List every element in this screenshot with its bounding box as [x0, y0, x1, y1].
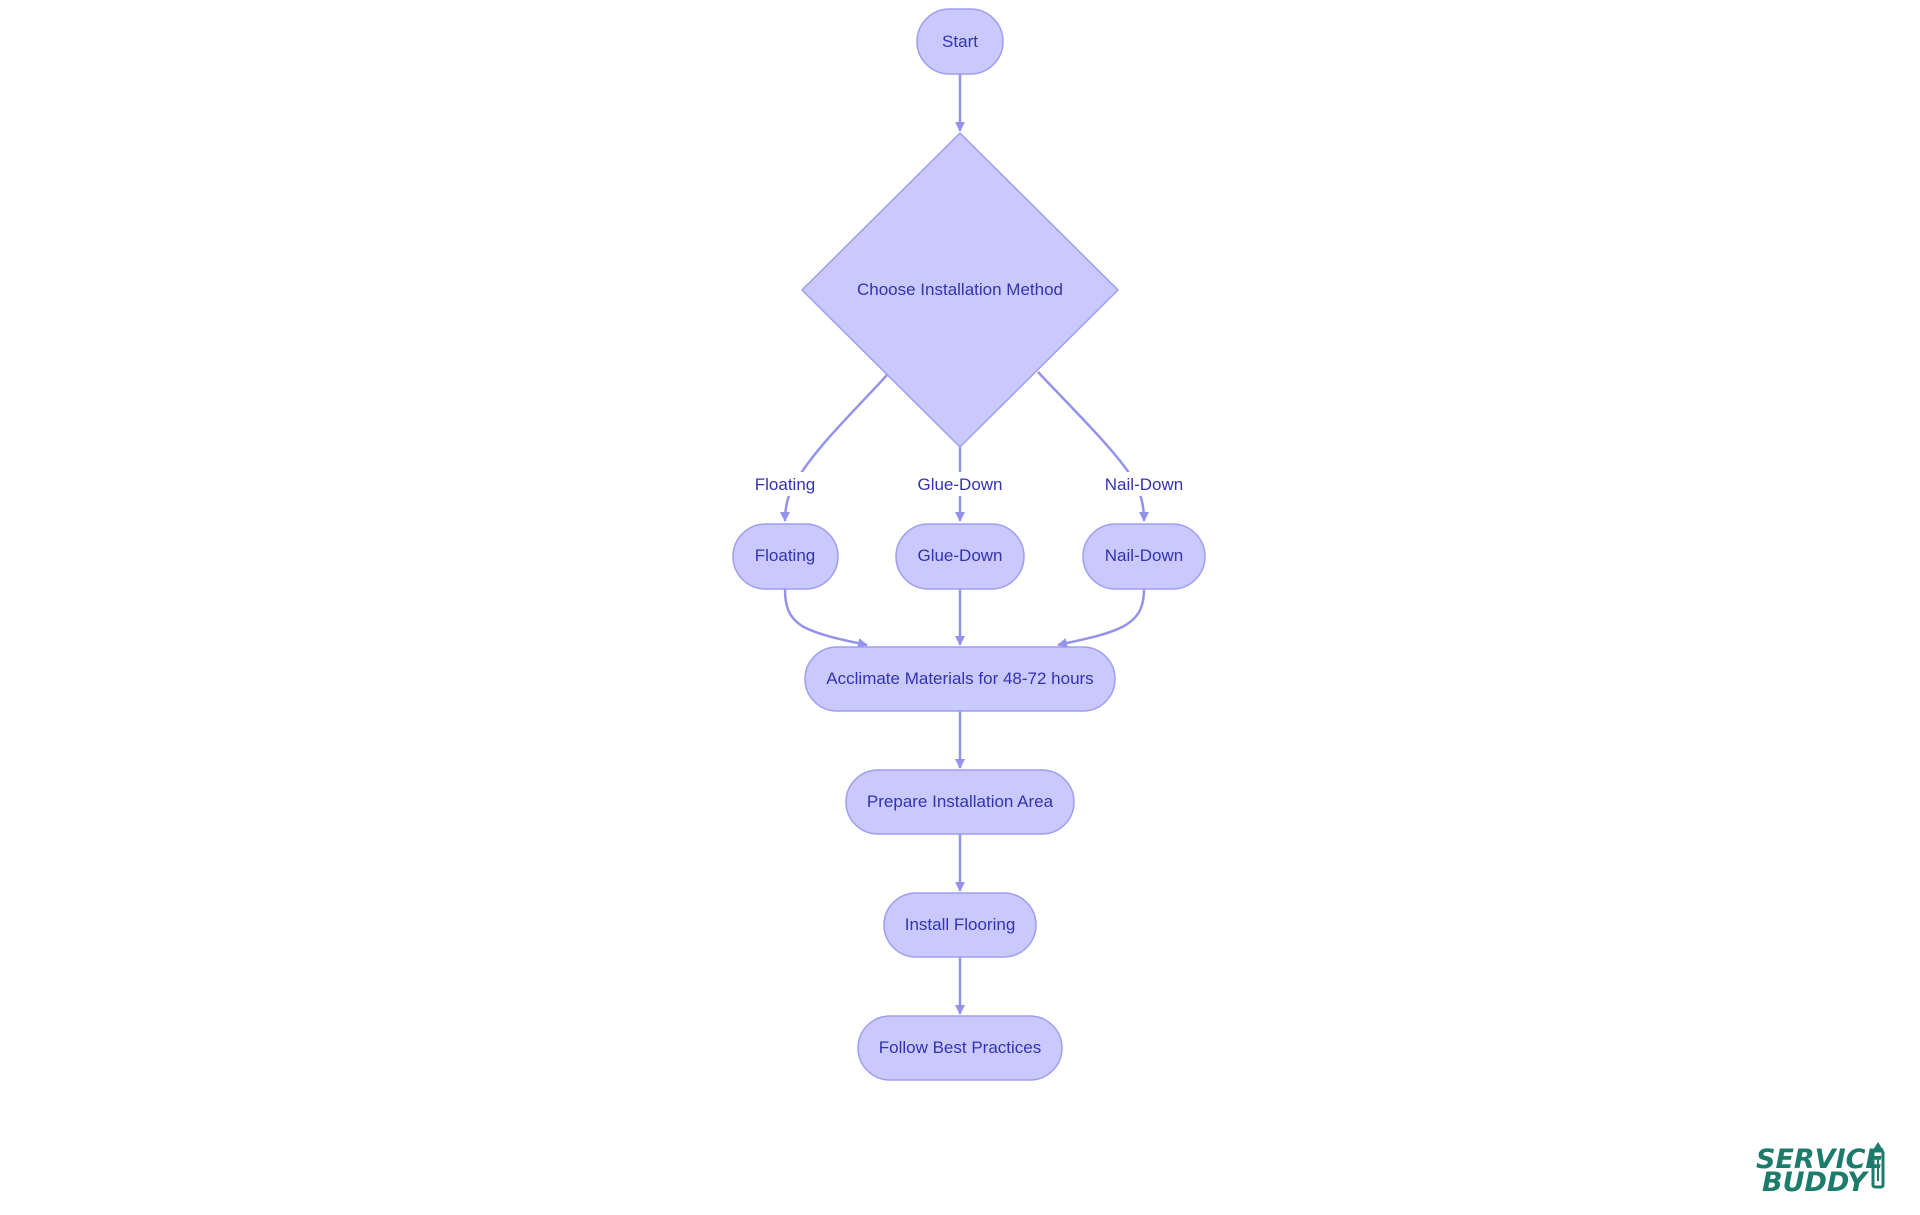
edge-label-bg — [1103, 472, 1185, 496]
node-glue-down-shape — [895, 523, 1025, 590]
node-choose-label: Choose Installation Method — [857, 280, 1063, 299]
node-follow-best-practices[interactable]: Follow Best Practices — [857, 1015, 1063, 1081]
node-install-shape — [883, 892, 1037, 958]
decision-diamond — [800, 131, 1120, 449]
node-acclimate-label: Acclimate Materials for 48-72 hours — [826, 669, 1093, 688]
edge-label-nail-down: Nail-Down — [1103, 472, 1185, 496]
node-floating-label: Floating — [755, 546, 815, 565]
node-acclimate-materials[interactable]: Acclimate Materials for 48-72 hours — [804, 646, 1116, 712]
node-follow-shape — [857, 1015, 1063, 1081]
node-glue-down-label: Glue-Down — [917, 546, 1002, 565]
node-nail-down-label: Nail-Down — [1105, 546, 1183, 565]
pencil-icon — [1871, 1142, 1885, 1189]
node-start-shape — [916, 8, 1004, 75]
node-nail-down[interactable]: Nail-Down — [1082, 523, 1206, 590]
edge-floating-acclimate — [783, 588, 868, 649]
edge-label-text: Floating — [755, 475, 815, 494]
logo-line-service: SERVICE — [1756, 1144, 1884, 1175]
node-prepare-installation-area[interactable]: Prepare Installation Area — [845, 769, 1075, 835]
node-start[interactable]: Start — [916, 8, 1004, 75]
node-choose-installation-method[interactable]: Choose Installation Method — [800, 131, 1120, 449]
node-prepare-shape — [845, 769, 1075, 835]
edge-choose-nail-down — [1037, 371, 1149, 522]
edge-nail-down-acclimate — [1057, 588, 1146, 648]
edge-label-bg — [752, 472, 818, 496]
edge-label-floating: Floating — [752, 472, 818, 496]
node-glue-down[interactable]: Glue-Down — [895, 523, 1025, 590]
node-floating[interactable]: Floating — [732, 523, 839, 590]
node-acclimate-shape — [804, 646, 1116, 712]
logo-line-buddy: BUDDY — [1762, 1167, 1869, 1198]
node-start-label: Start — [942, 32, 978, 51]
edge-label-glue-down: Glue-Down — [917, 472, 1003, 496]
edges — [780, 74, 1149, 1015]
edge-label-text: Nail-Down — [1105, 475, 1183, 494]
edge-labels: Floating Glue-Down Nail-Down — [752, 472, 1185, 496]
service-buddy-logo: SERVICE BUDDY — [1756, 1142, 1885, 1198]
node-nail-down-shape — [1082, 523, 1206, 590]
node-follow-label: Follow Best Practices — [879, 1038, 1042, 1057]
node-floating-shape — [732, 523, 839, 590]
edge-label-bg — [917, 472, 1003, 496]
node-install-flooring[interactable]: Install Flooring — [883, 892, 1037, 958]
node-prepare-label: Prepare Installation Area — [867, 792, 1054, 811]
edge-choose-floating — [780, 374, 888, 522]
nodes: Start Choose Installation Method Floatin… — [732, 8, 1206, 1081]
edge-label-text: Glue-Down — [917, 475, 1002, 494]
node-install-label: Install Flooring — [905, 915, 1016, 934]
